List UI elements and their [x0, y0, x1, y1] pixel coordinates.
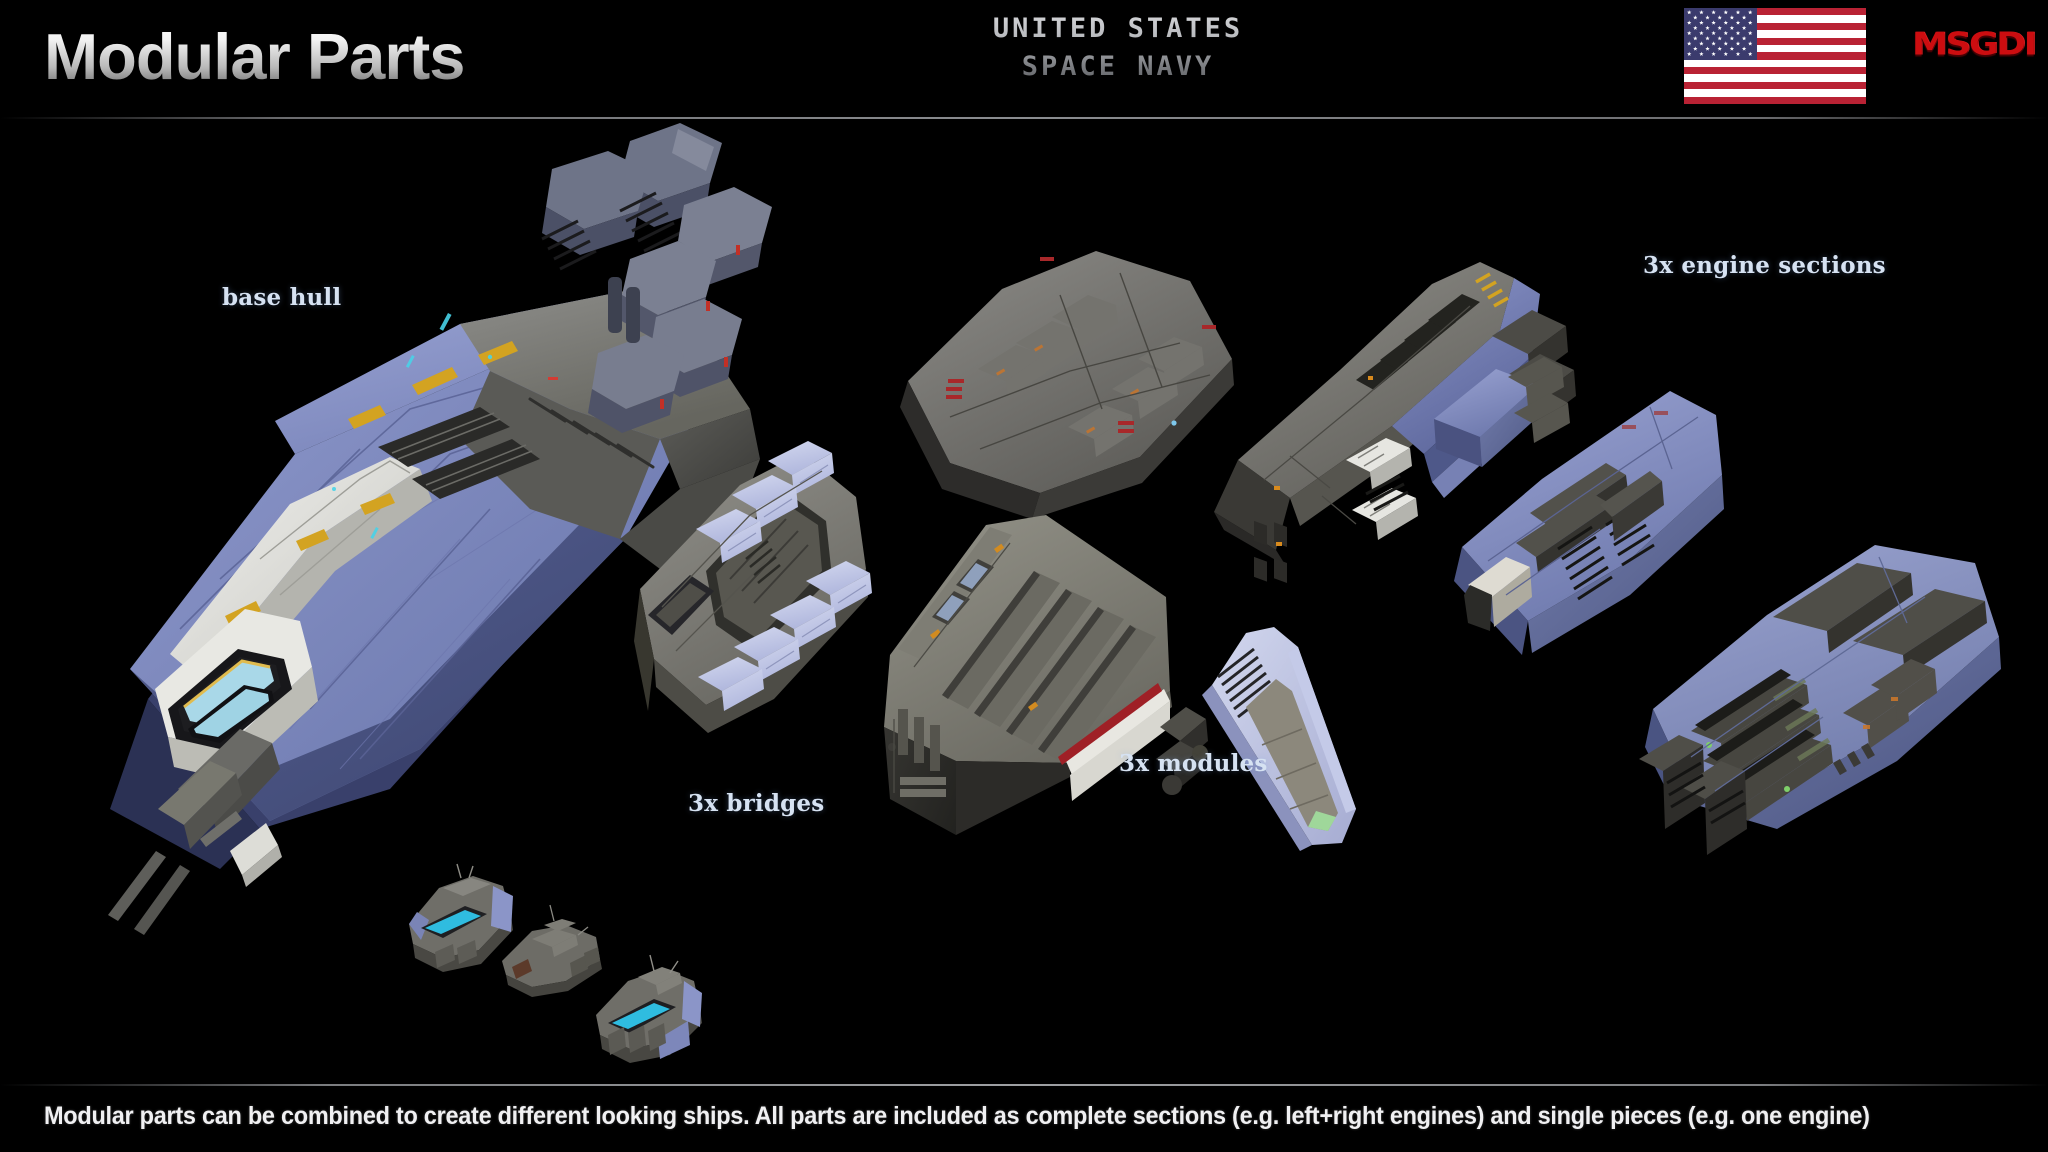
cargo-panel-lines [893, 542, 1011, 793]
us-flag-icon [1684, 8, 1866, 104]
bridge-b-port [512, 959, 532, 979]
bridge-c-fins [608, 1023, 666, 1055]
page-title: Modular Parts [44, 14, 465, 100]
bridge-module-c[interactable] [582, 951, 722, 1063]
footer-bar: Modular parts can be combined to create … [0, 1084, 2048, 1152]
deck-plate-body [900, 251, 1234, 519]
fin-module[interactable] [1150, 599, 1380, 869]
container-module[interactable] [610, 419, 940, 749]
hull-deck-ribs [528, 397, 655, 469]
bridge-module-b[interactable] [492, 904, 617, 1000]
hull-vent-grid [378, 407, 540, 499]
header-divider [0, 117, 2048, 119]
deck-blue-light [1171, 420, 1177, 426]
hull-engine-nacelles [541, 123, 772, 433]
header-bar: Modular Parts UNITED STATES SPACE NAVY [0, 0, 2048, 119]
engine-panel-lines [1487, 406, 1699, 596]
engine-nozzle [1464, 557, 1532, 631]
flag-canton [1684, 8, 1757, 60]
cargo-left-face [898, 527, 1039, 712]
hull-cyan-glow [332, 313, 493, 540]
base-hull-model[interactable] [60, 109, 860, 939]
bridge-b-superstructure [532, 919, 578, 957]
bridge-b-mast [549, 904, 589, 936]
engine2-right-pods [1843, 659, 1937, 749]
container-recess [706, 489, 832, 653]
org-line-2: SPACE NAVY [1021, 51, 1215, 82]
hull-lower-fin [230, 823, 282, 887]
footer-divider [0, 1084, 2048, 1086]
prow-amber-lights [1274, 376, 1373, 546]
container-panel-lines [661, 470, 823, 652]
footer-caption: Modular parts can be combined to create … [44, 1102, 1870, 1130]
engine-section-double[interactable] [1595, 519, 2015, 855]
bridge-c-blue-panel [658, 981, 702, 1059]
label-bridges: 3x bridges [688, 790, 825, 817]
bridge-b-vents [570, 947, 600, 977]
cargo-module[interactable] [870, 509, 1210, 869]
label-modules: 3x modules [1119, 750, 1268, 777]
bridge-c-window [608, 999, 676, 1033]
bridge-a-details [435, 940, 477, 968]
hull-bow-bridge [155, 609, 318, 781]
bridge-c-superstructure [638, 967, 682, 995]
fin-inset-panel [1246, 679, 1338, 831]
hull-bow-guns [108, 729, 280, 935]
label-base-hull: base hull [222, 284, 342, 311]
deck-panel-lines [949, 272, 1211, 450]
msgdi-logo: MSGDI [1912, 26, 2037, 63]
org-line-1: UNITED STATES [992, 13, 1244, 44]
engine-upper-unit [1434, 357, 1570, 467]
engine-radiator-fins [1516, 463, 1664, 601]
bridge-module-a[interactable] [395, 863, 535, 974]
prow-hazard-stripes [1475, 272, 1509, 308]
prow-armor-pods [1356, 294, 1480, 390]
container-cargo-blocks [696, 441, 872, 711]
engine-section-single[interactable] [1410, 299, 1770, 659]
cargo-top-ribs [942, 571, 1156, 763]
cargo-edge-stripe [1058, 683, 1170, 801]
engine-red-marks [1622, 411, 1668, 429]
bridge-a-window [421, 906, 487, 938]
prow-window-slots [1254, 520, 1287, 583]
deck-plate-module[interactable] [890, 231, 1250, 541]
parts-scene: base hull 3x engine sections 3x modules … [0, 119, 2048, 1082]
label-engine-sections: 3x engine sections [1643, 252, 1886, 279]
flag-stripes [1684, 8, 1866, 104]
deck-hazard-marks [946, 257, 1216, 433]
engine2-left-nozzles [1639, 735, 1747, 855]
engine2-armor-panels [1773, 563, 1987, 677]
bridge-a-blue-panel [409, 886, 513, 940]
fin-clamps [1156, 707, 1208, 795]
container-front-port [648, 575, 714, 635]
organization-title: UNITED STATES SPACE NAVY [988, 10, 1248, 86]
deck-raised-blocks [978, 295, 1204, 457]
bridge-a-mast [456, 863, 474, 879]
engine2-panel-lines [1690, 556, 1926, 792]
prow-vent-fins [1365, 474, 1409, 512]
bridge-c-mast [649, 954, 679, 974]
engine2-vent-slots [1833, 743, 1875, 776]
prow-panel-lines [1263, 305, 1471, 525]
